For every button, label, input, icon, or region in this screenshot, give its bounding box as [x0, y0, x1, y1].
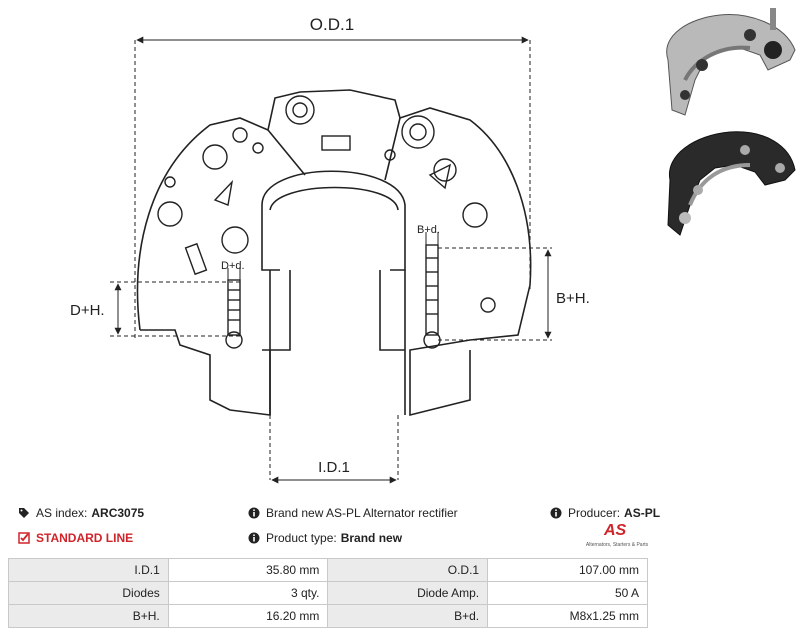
- table-row: Diodes 3 qty. Diode Amp. 50 A: [8, 581, 648, 605]
- id-label: I.D.1: [318, 459, 350, 476]
- terminal-circle: [285, 95, 315, 125]
- specifications-table: I.D.1 35.80 mm O.D.1 107.00 mm Diodes 3 …: [8, 558, 648, 628]
- info-icon: [248, 507, 260, 519]
- product-photo-silver: [666, 8, 796, 116]
- product-info: AS index: ARC3075 STANDARD LINE Brand ne…: [0, 498, 800, 556]
- as-index: AS index: ARC3075: [18, 506, 144, 520]
- bd-label: B+d.: [417, 224, 440, 236]
- producer: Producer: AS-PL: [550, 506, 660, 520]
- spec-value: 50 A: [487, 581, 648, 605]
- info-icon: [248, 532, 260, 544]
- spec-key: Diode Amp.: [327, 581, 489, 605]
- table-row: B+H. 16.20 mm B+d. M8x1.25 mm: [8, 604, 648, 628]
- logo-caption: Alternators, Starters & Parts: [585, 542, 649, 548]
- spec-key: B+d.: [327, 604, 489, 628]
- product-type: Product type: Brand new: [248, 531, 402, 545]
- bh-label: B+H.: [556, 290, 590, 307]
- od-label: O.D.1: [310, 15, 354, 34]
- tags-icon: [19, 508, 29, 518]
- spec-key: B+H.: [8, 604, 169, 628]
- logo-mark: AS: [604, 522, 627, 539]
- spec-value: 16.20 mm: [167, 604, 329, 628]
- dh-label: D+H.: [70, 302, 105, 319]
- rectifier-outline: [136, 89, 532, 417]
- terminal-circle: [401, 115, 435, 149]
- checkbox-icon: [18, 532, 30, 544]
- spec-value: 35.80 mm: [167, 558, 329, 582]
- product-photos: [666, 8, 796, 236]
- info-icon: [550, 507, 562, 519]
- d-terminal-screw: [227, 279, 241, 336]
- dd-label: D+d.: [221, 260, 245, 272]
- table-row: I.D.1 35.80 mm O.D.1 107.00 mm: [8, 558, 648, 582]
- b-terminal-screw: [425, 244, 439, 336]
- product-photo-black: [667, 131, 796, 236]
- spec-value: 3 qty.: [167, 581, 329, 605]
- spec-key: O.D.1: [327, 558, 489, 582]
- spec-value: 107.00 mm: [487, 558, 648, 582]
- spec-value: M8x1.25 mm: [487, 604, 648, 628]
- spec-key: I.D.1: [8, 558, 169, 582]
- standard-line-badge: STANDARD LINE: [18, 531, 133, 545]
- technical-drawing: O.D.1 I.D.1 D+H. B+H. B+d. D+d.: [70, 15, 590, 484]
- spec-key: Diodes: [8, 581, 169, 605]
- description: Brand new AS-PL Alternator rectifier: [248, 506, 458, 520]
- center-hub: [261, 170, 406, 271]
- as-pl-logo: AS Alternators, Starters & Parts: [582, 522, 652, 552]
